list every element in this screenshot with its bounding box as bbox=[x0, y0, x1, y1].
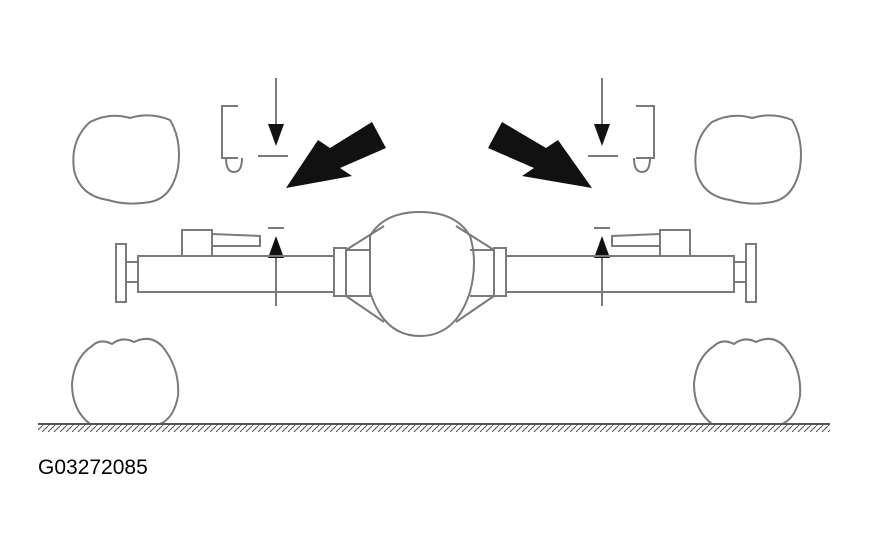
upper-left-wheel bbox=[72, 114, 180, 205]
left-pointer-arrow bbox=[286, 122, 386, 188]
right-frame-bracket bbox=[588, 105, 655, 174]
lower-right-wheel bbox=[692, 337, 802, 425]
figure-id-label: G03272085 bbox=[38, 456, 148, 479]
rear-axle bbox=[115, 210, 757, 338]
left-down-arrow bbox=[268, 78, 284, 146]
right-pointer-arrow bbox=[488, 122, 592, 188]
lower-left-wheel bbox=[70, 337, 180, 425]
upper-right-wheel bbox=[694, 114, 802, 205]
ground bbox=[38, 423, 830, 432]
left-up-arrow bbox=[268, 227, 284, 306]
right-up-arrow bbox=[594, 227, 610, 306]
left-frame-bracket bbox=[221, 105, 288, 174]
differential-housing bbox=[369, 210, 475, 338]
right-down-arrow bbox=[594, 78, 610, 146]
